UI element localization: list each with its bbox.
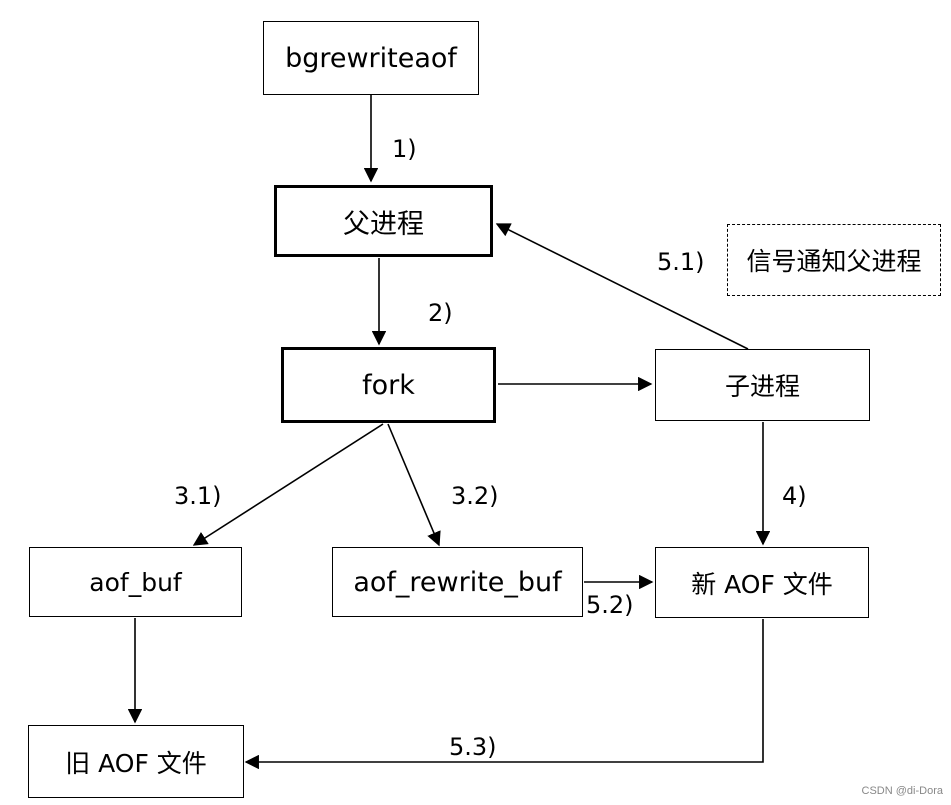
arrow-fork-to-aof-buf (192, 423, 384, 546)
signal-note: 信号通知父进程 (727, 224, 941, 296)
node-fork: fork (281, 347, 496, 423)
step-label-5-2: 5.2) (586, 591, 634, 619)
node-new-aof-file: 新 AOF 文件 (655, 547, 869, 618)
step-label-3-2: 3.2) (451, 482, 499, 510)
arrow-fork-to-aof-rewrite-buf (387, 423, 441, 547)
arrow-child-to-parent (495, 223, 749, 350)
step-label-5-1: 5.1) (657, 248, 705, 276)
step-label-4: 4) (782, 482, 807, 510)
node-aof-rewrite-buf: aof_rewrite_buf (332, 547, 583, 617)
node-child-process: 子进程 (655, 349, 870, 421)
step-label-5-3: 5.3) (449, 733, 497, 761)
node-old-aof-file: 旧 AOF 文件 (28, 725, 244, 798)
step-label-3-1: 3.1) (174, 482, 222, 510)
watermark: CSDN @di-Dora (861, 785, 943, 797)
node-parent-process: 父进程 (274, 185, 493, 257)
node-aof-buf: aof_buf (29, 547, 242, 617)
step-label-1: 1) (392, 135, 417, 163)
node-bgrewriteaof: bgrewriteaof (263, 21, 479, 95)
arrow-new-aof-to-old-aof (244, 619, 764, 770)
step-label-2: 2) (428, 299, 453, 327)
